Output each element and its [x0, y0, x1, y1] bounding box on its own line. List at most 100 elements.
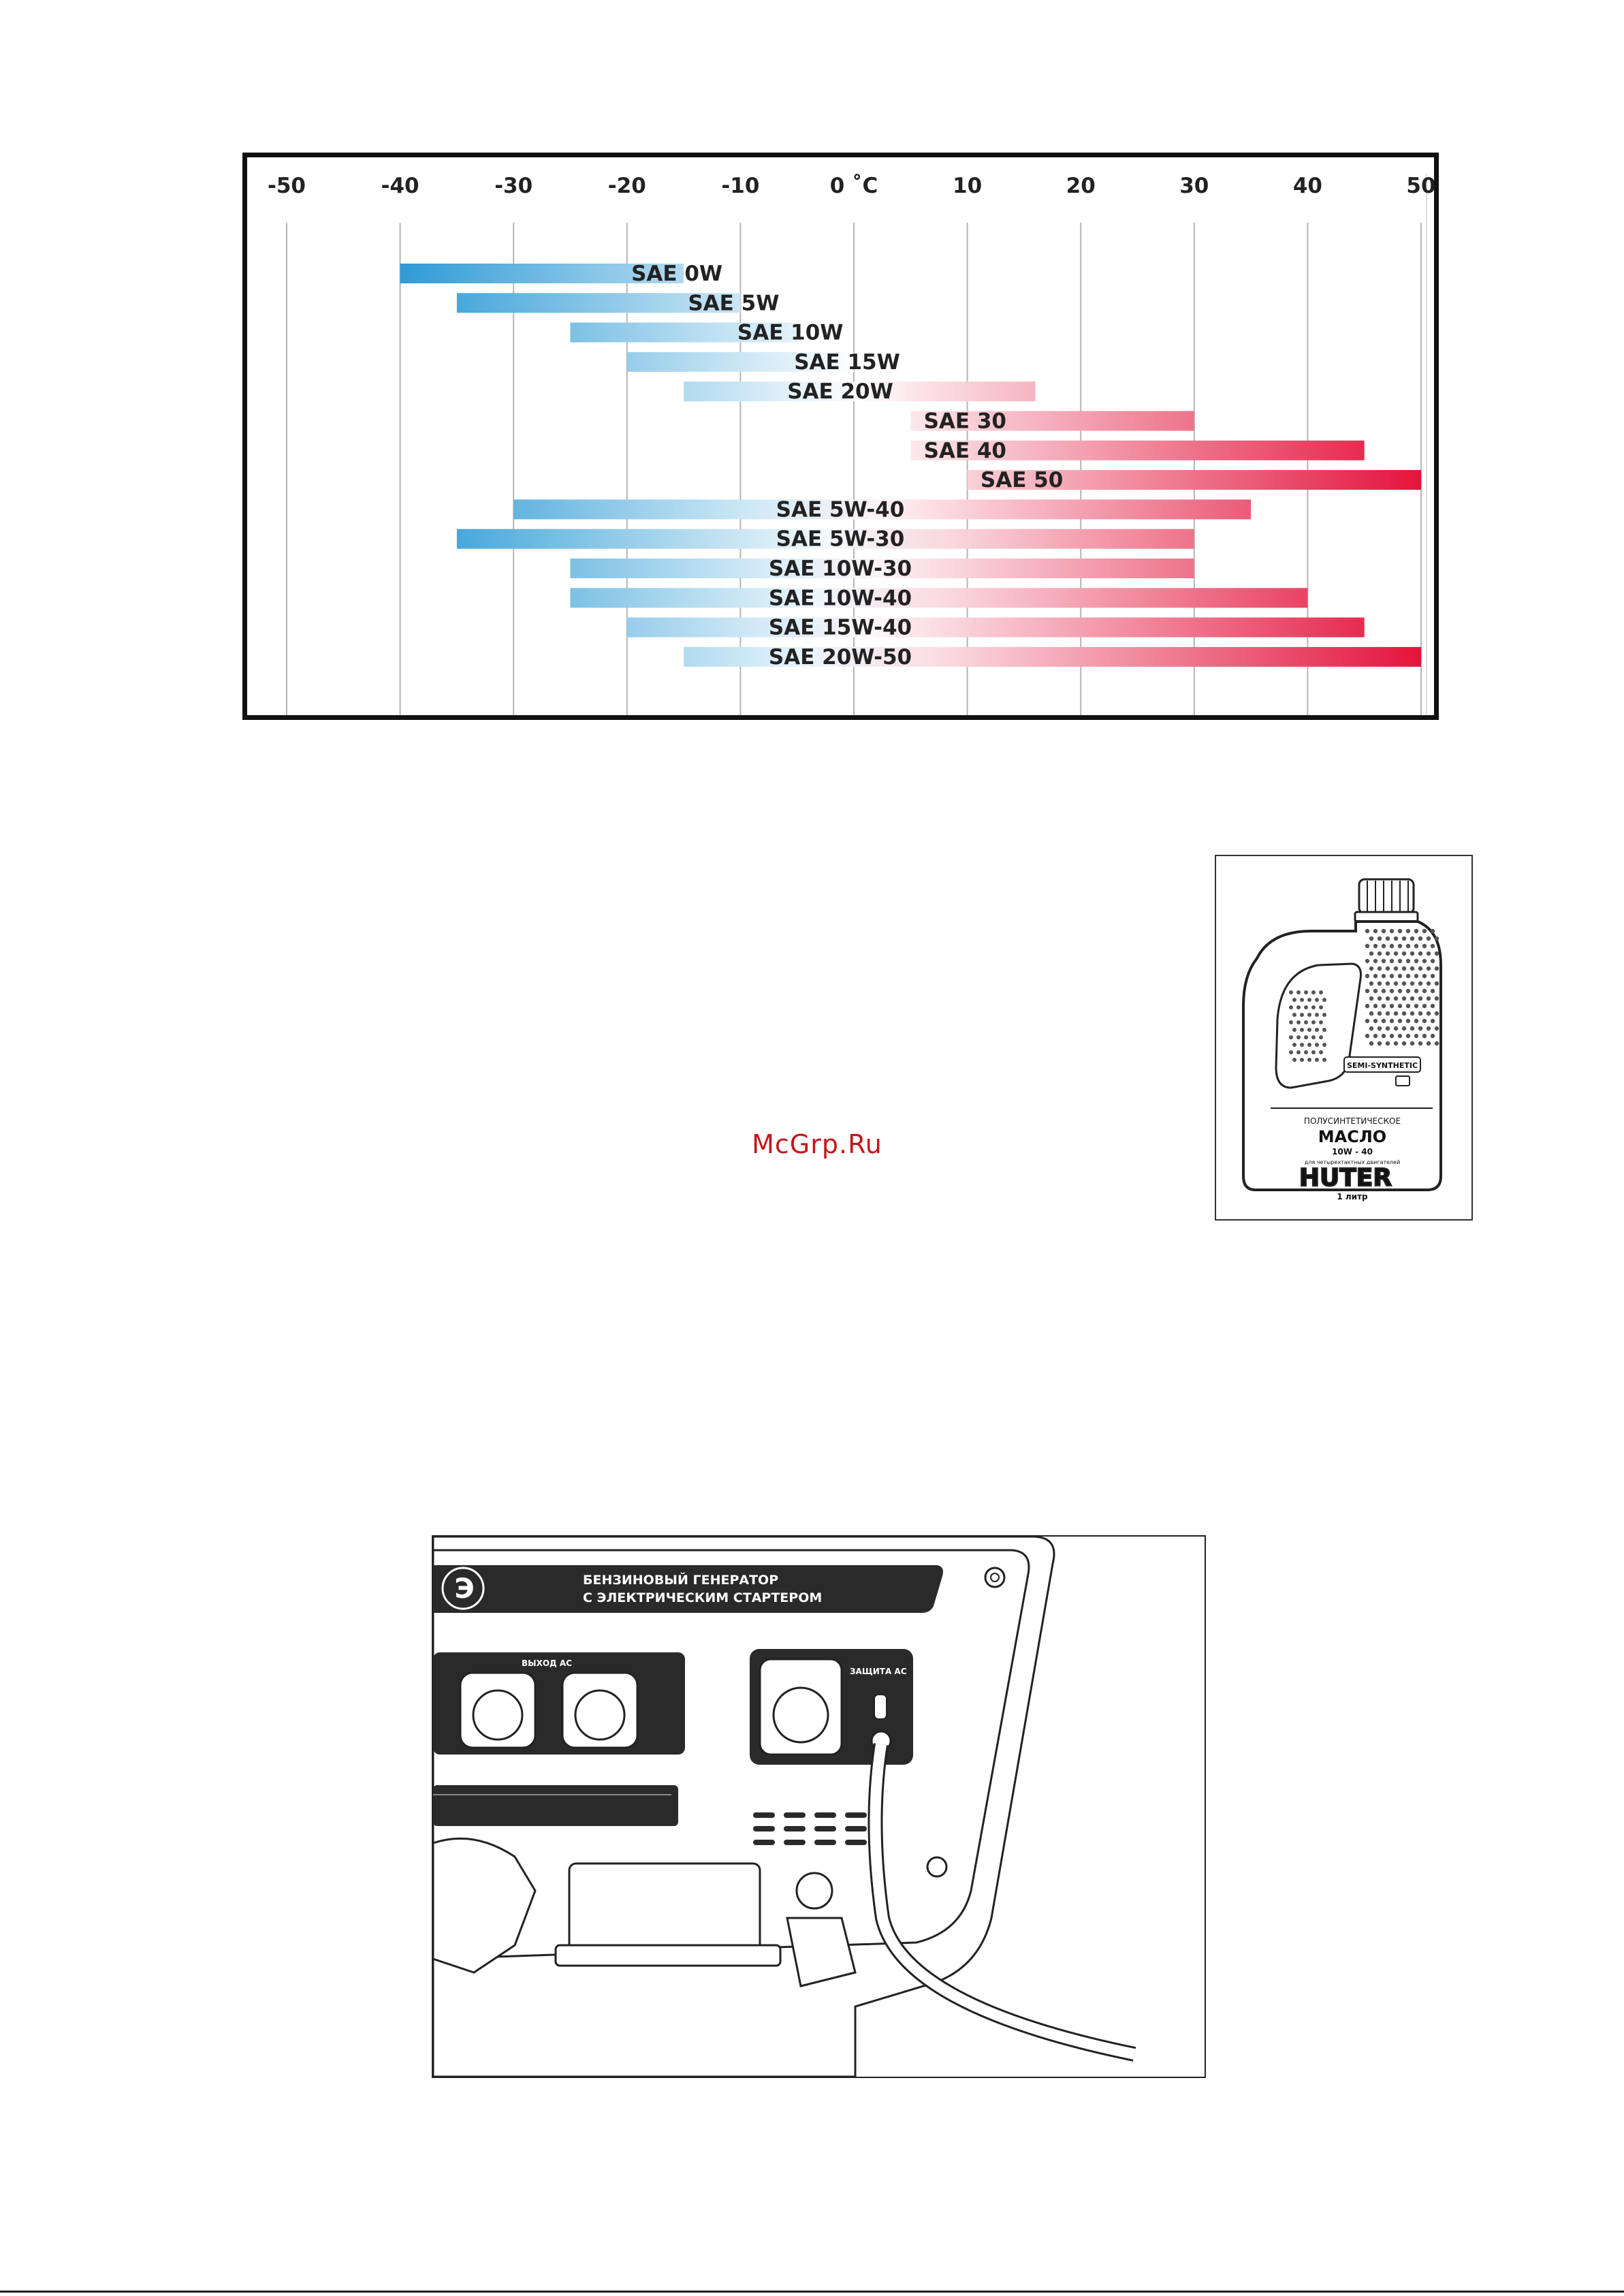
texture-dot [1434, 1011, 1439, 1016]
texture-dot [1414, 988, 1419, 994]
texture-dot [1369, 981, 1374, 986]
texture-dot [1381, 958, 1386, 964]
texture-dot [1365, 958, 1370, 964]
texture-dot [1365, 1003, 1370, 1009]
texture-dot [1422, 943, 1427, 949]
page-bottom-edge [0, 2291, 1624, 2293]
texture-dot [1405, 928, 1411, 934]
texture-dot [1405, 988, 1411, 994]
texture-dot [1300, 1028, 1304, 1032]
texture-dot [1307, 1013, 1311, 1017]
range-bar [910, 440, 1365, 460]
range-bar [400, 264, 684, 283]
texture-dot [1365, 1033, 1370, 1039]
texture-dot [1322, 1013, 1326, 1017]
texture-dot [1377, 1041, 1382, 1046]
texture-dot [1422, 1033, 1427, 1039]
texture-dot [1296, 1020, 1301, 1024]
texture-dot [1377, 996, 1382, 1001]
texture-dot [1389, 973, 1395, 979]
texture-dot [1430, 958, 1435, 964]
texture-dot [1426, 966, 1431, 971]
texture-dot [1430, 1018, 1435, 1024]
texture-dot [1426, 1041, 1431, 1046]
texture-dot [1369, 1041, 1374, 1046]
x-tick-label: -20 [608, 174, 646, 198]
bar-label: SAE 50 [981, 468, 1063, 492]
range-bar [570, 588, 1308, 608]
texture-dot [1405, 958, 1411, 964]
texture-dot [1381, 928, 1386, 934]
texture-dot [1319, 1020, 1323, 1024]
texture-dot [1410, 966, 1415, 971]
texture-dot [1434, 936, 1439, 941]
texture-dot [1381, 943, 1386, 949]
texture-dot [1377, 981, 1382, 986]
texture-dot [1373, 1018, 1378, 1024]
texture-dot [1365, 973, 1370, 979]
range-bar [684, 381, 1036, 402]
texture-dot [1401, 981, 1407, 986]
texture-dot [1292, 998, 1296, 1002]
texture-dot [1434, 1041, 1439, 1046]
texture-dot [1430, 1003, 1435, 1009]
panel-logo: Э [454, 1573, 474, 1605]
can-brand: HUTER [1299, 1164, 1392, 1192]
texture-dot [1322, 998, 1326, 1002]
texture-dot [1405, 1018, 1411, 1024]
texture-dot [1304, 1050, 1308, 1054]
texture-dot [1300, 1013, 1304, 1017]
texture-dot [1381, 988, 1386, 994]
x-tick-label: 20 [1066, 174, 1096, 198]
texture-dot [1322, 1028, 1326, 1032]
texture-dot [1377, 1011, 1382, 1016]
texture-dot [1410, 1026, 1415, 1031]
texture-dot [1393, 966, 1399, 971]
texture-dot [1414, 973, 1419, 979]
texture-dot [1426, 1026, 1431, 1031]
texture-dot [1385, 936, 1390, 941]
texture-dot [1300, 1043, 1304, 1047]
texture-dot [1365, 1018, 1370, 1024]
texture-dot [1389, 958, 1395, 964]
texture-dot [1393, 1011, 1399, 1016]
texture-dot [1430, 988, 1435, 994]
bar-label: SAE 15W-40 [769, 616, 912, 640]
x-tick-label: 40 [1293, 174, 1322, 198]
texture-dot [1401, 1011, 1407, 1016]
texture-dot [1422, 973, 1427, 979]
texture-dot [1319, 1050, 1323, 1054]
texture-dot [1377, 966, 1382, 971]
texture-dot [1381, 973, 1386, 979]
texture-dot [1365, 928, 1370, 934]
x-tick-label: 0 ˚C [830, 174, 878, 198]
texture-dot [1418, 996, 1423, 1001]
generator-panel-figure: Э БЕНЗИНОВЫЙ ГЕНЕРАТОР С ЭЛЕКТРИЧЕСКИМ С… [432, 1535, 1206, 2078]
bar-label: SAE 10W-30 [769, 556, 912, 581]
texture-dot [1414, 1003, 1419, 1009]
texture-dot [1418, 981, 1423, 986]
range-bar [626, 351, 854, 372]
texture-dot [1292, 1013, 1296, 1017]
texture-dot [1311, 1050, 1316, 1054]
texture-dot [1385, 981, 1390, 986]
texture-dot [1377, 1026, 1382, 1031]
texture-dot [1369, 1026, 1374, 1031]
texture-dot [1315, 1013, 1319, 1017]
can-title: МАСЛО [1318, 1127, 1386, 1146]
texture-dot [1373, 973, 1378, 979]
texture-dot [1373, 958, 1378, 964]
texture-dot [1410, 1011, 1415, 1016]
texture-dot [1405, 1033, 1411, 1039]
texture-dot [1389, 1003, 1395, 1009]
bar-label: SAE 5W [688, 291, 779, 315]
texture-dot [1418, 966, 1423, 971]
texture-dot [1300, 1058, 1304, 1062]
texture-dot [1397, 1003, 1403, 1009]
bar-label: SAE 40 [924, 439, 1006, 463]
texture-dot [1397, 1033, 1403, 1039]
range-bar [570, 559, 1194, 578]
texture-dot [1434, 996, 1439, 1001]
